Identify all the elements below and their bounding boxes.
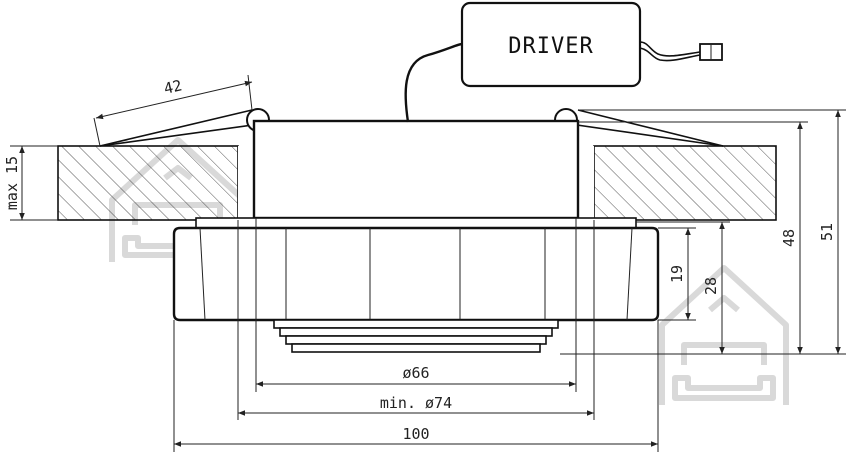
dim-inner-diameter-label: ø66 bbox=[402, 364, 429, 382]
dim-cutout-diameter-label: min. ø74 bbox=[380, 394, 452, 412]
driver-cable bbox=[404, 42, 463, 123]
dim-cutout-diameter: min. ø74 bbox=[237, 220, 595, 420]
dim-body-height: 48 bbox=[578, 121, 808, 354]
ceiling-left bbox=[57, 145, 239, 221]
dim-ceiling-thickness: max 15 bbox=[3, 145, 58, 221]
spring-right bbox=[554, 108, 724, 147]
dim-outer-height-label: 51 bbox=[818, 223, 836, 241]
dim-spring-length: 42 bbox=[93, 74, 253, 147]
dim-spring-length-label: 42 bbox=[162, 76, 184, 98]
connector-icon bbox=[699, 43, 723, 61]
dim-outer-height: 51 bbox=[560, 109, 846, 355]
house-sofa-logo-icon bbox=[659, 265, 789, 405]
watermark-logo-right bbox=[659, 265, 789, 405]
dim-bezel-height-label: 19 bbox=[668, 265, 686, 283]
dim-outer-diameter: 100 bbox=[173, 320, 659, 452]
spring-left bbox=[99, 108, 270, 147]
dim-body-height-label: 48 bbox=[780, 229, 798, 247]
dim-ceiling-thickness-label: max 15 bbox=[3, 156, 21, 210]
dim-outer-diameter-label: 100 bbox=[402, 425, 429, 443]
driver-box: DRIVER bbox=[460, 1, 642, 88]
dim-ring-height-label: 28 bbox=[702, 277, 720, 295]
fixture-flange bbox=[195, 217, 637, 229]
driver-output-cable bbox=[639, 41, 701, 62]
dim-bezel-height: 19 bbox=[658, 227, 696, 321]
driver-label: DRIVER bbox=[508, 34, 593, 59]
ceiling-right bbox=[593, 145, 777, 221]
lens-rings bbox=[273, 319, 559, 353]
fixture-bezel bbox=[172, 226, 660, 322]
fixture-body bbox=[252, 119, 580, 220]
dim-inner-diameter: ø66 bbox=[255, 218, 577, 392]
dim-ring-height: 28 bbox=[636, 221, 730, 354]
